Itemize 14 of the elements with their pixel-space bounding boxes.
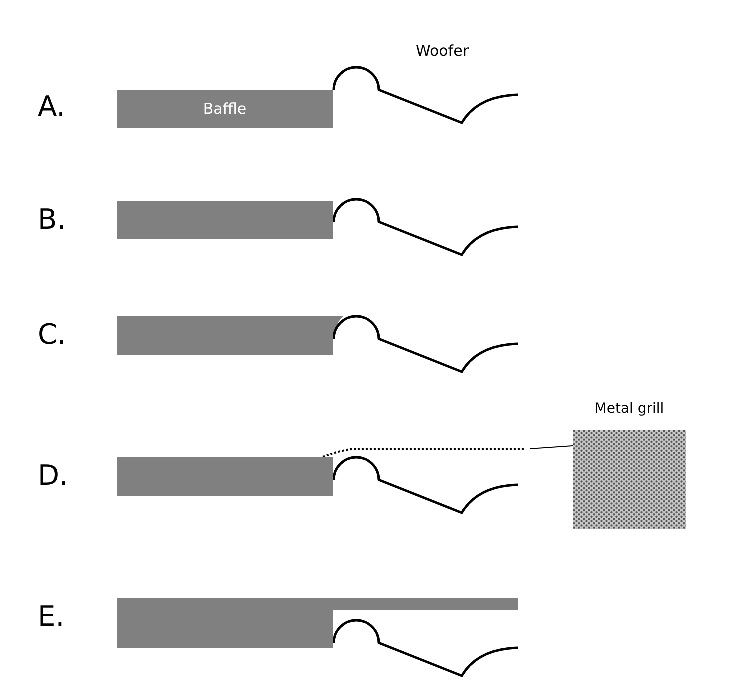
part-label: Baffle	[203, 100, 247, 118]
row-letter: B.	[38, 203, 66, 236]
leader-line	[530, 446, 574, 450]
grill-outline	[322, 448, 525, 458]
row-letter: A.	[38, 90, 66, 123]
row-letter: E.	[38, 600, 65, 633]
part-label: Woofer	[416, 42, 469, 60]
baffle-block	[117, 598, 333, 648]
baffle-block	[117, 201, 333, 239]
baffle-block	[117, 90, 333, 128]
part-label: Metal grill	[594, 400, 666, 418]
row-letter: D.	[38, 459, 68, 492]
baffle-block	[117, 457, 333, 496]
row-letter: C.	[38, 318, 66, 351]
